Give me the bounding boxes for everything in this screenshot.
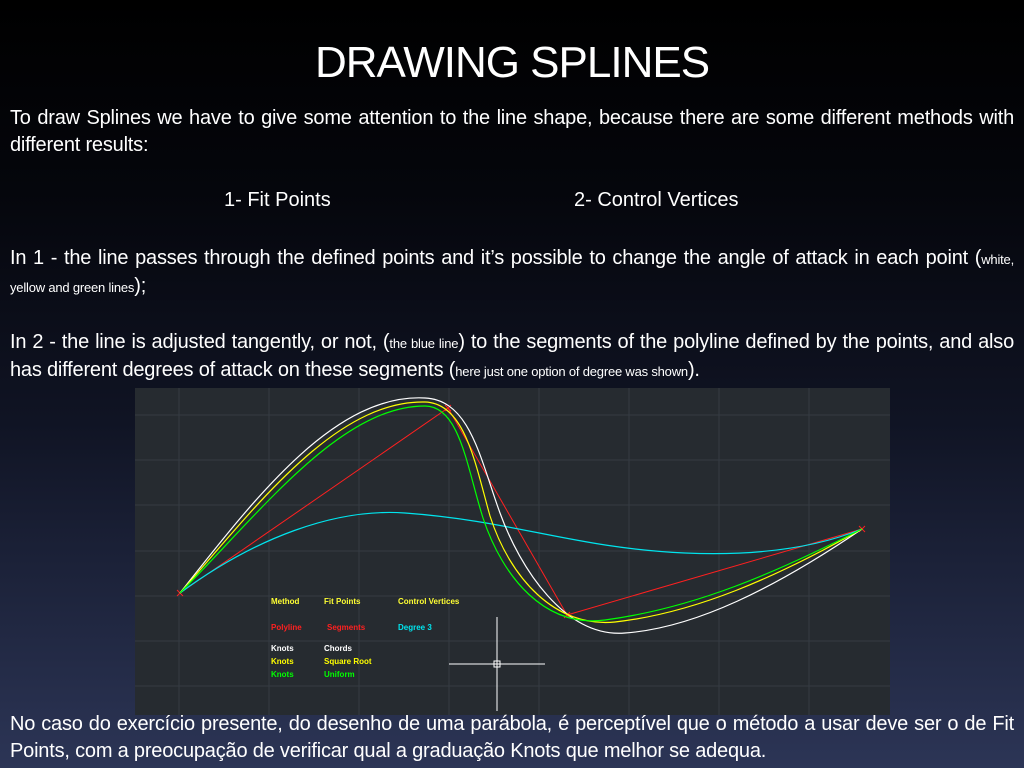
legend-chords: Chords [324,644,353,653]
method-2-end: ). [687,359,700,381]
legend-knots-3: Knots [271,670,294,679]
cad-drawing: Method Fit Points Control Vertices Polyl… [135,388,890,715]
legend-header-control-vertices: Control Vertices [398,597,460,606]
method-1-paragraph: In 1 - the line passes through the defin… [10,245,1014,301]
legend-square-root: Square Root [324,657,372,666]
method-2-note: the blue line [389,336,459,351]
legend-header-method: Method [271,597,300,606]
spline-uniform [179,405,863,622]
cad-legend: Method Fit Points Control Vertices Polyl… [271,597,460,679]
cad-viewport[interactable]: Method Fit Points Control Vertices Polyl… [135,388,890,715]
conclusion-paragraph: No caso do exercício presente, do desenh… [10,713,1014,762]
legend-header-fit-points: Fit Points [324,597,361,606]
intro-paragraph: To draw Splines we have to give some att… [10,107,1014,156]
spline-square-root [179,401,863,624]
method-2-text: In 2 - the line is adjusted tangently, o… [10,331,390,353]
cad-grid [135,388,890,715]
polyline-segments [179,407,863,616]
legend-knots-1: Knots [271,644,294,653]
method-2-mid: ) to the segments of the polyline define… [10,331,1014,381]
legend-segments: Segments [327,623,366,632]
legend-knots-2: Knots [271,657,294,666]
method-2-paragraph: In 2 - the line is adjusted tangently, o… [10,329,1014,385]
legend-degree-3: Degree 3 [398,623,432,632]
method-fit-points: 1- Fit Points [224,189,331,211]
slide-title: DRAWING SPLINES [314,38,710,87]
method-1-note: white, yellow and green lines [10,252,1014,295]
spline-chords [179,397,863,634]
method-1-end: ); [134,275,147,297]
legend-uniform: Uniform [324,670,355,679]
crosshair-cursor-icon[interactable] [449,617,545,711]
spline-cv-degree-3 [179,511,863,594]
method-2-note-2: here just one option of degree was shown [455,364,688,379]
legend-polyline: Polyline [271,623,302,632]
method-1-text: In 1 - the line passes through the defin… [10,247,982,269]
method-control-vertices: 2- Control Vertices [574,189,739,211]
